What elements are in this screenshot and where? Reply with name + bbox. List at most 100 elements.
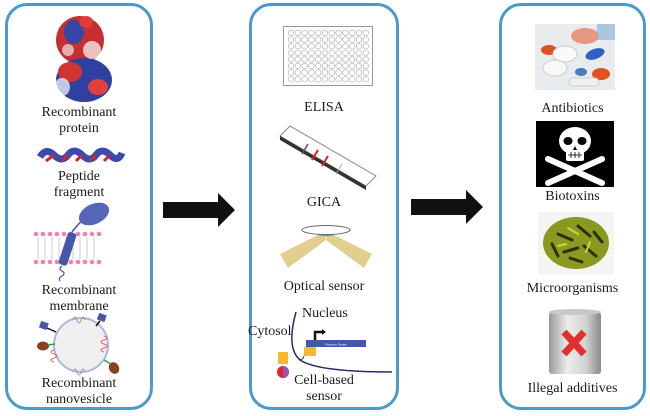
test-strip-icon xyxy=(279,125,377,190)
well xyxy=(308,29,315,37)
well xyxy=(328,69,335,76)
well xyxy=(362,69,369,76)
well xyxy=(308,62,315,70)
well xyxy=(301,69,308,76)
well xyxy=(321,36,329,43)
membrane-receptor-icon xyxy=(33,202,110,282)
well xyxy=(355,69,363,76)
well xyxy=(335,49,342,56)
skull-crossbones-icon xyxy=(536,121,614,187)
well xyxy=(342,56,349,63)
optical-sensor-label: Optical sensor xyxy=(283,279,365,294)
well xyxy=(315,43,322,50)
targets-panel: Antibiotics Biotoxins Microorganisms xyxy=(499,3,646,410)
well xyxy=(328,62,335,70)
label-line: membrane xyxy=(49,299,109,314)
well xyxy=(287,76,295,83)
well xyxy=(294,36,301,43)
label-line: Recombinant xyxy=(41,105,117,120)
label-line: protein xyxy=(59,121,99,136)
well xyxy=(287,29,295,37)
well xyxy=(321,69,329,76)
well xyxy=(294,29,301,37)
well xyxy=(342,43,349,50)
well xyxy=(287,56,295,63)
well xyxy=(362,49,369,56)
recombinant-protein-label: Recombinant protein xyxy=(8,105,150,137)
well xyxy=(349,43,356,50)
well xyxy=(294,56,301,63)
well xyxy=(301,43,308,50)
well xyxy=(308,43,315,50)
well xyxy=(301,29,308,37)
label-line: Peptide xyxy=(58,169,100,184)
well xyxy=(349,56,356,63)
well xyxy=(301,49,308,56)
well xyxy=(335,43,342,50)
well xyxy=(315,29,322,37)
gica-label: GICA xyxy=(306,195,342,210)
well xyxy=(301,36,308,43)
elisa-label: ELISA xyxy=(304,100,344,115)
well xyxy=(301,56,308,63)
nanovesicle-icon xyxy=(37,312,120,376)
label-line: fragment xyxy=(53,185,105,200)
well xyxy=(321,56,329,63)
bacteria-icon xyxy=(538,212,614,274)
well xyxy=(315,49,322,56)
well xyxy=(335,36,342,43)
well xyxy=(349,62,356,70)
well xyxy=(328,36,335,43)
well xyxy=(315,76,322,83)
well xyxy=(342,36,349,43)
well xyxy=(362,29,369,37)
well xyxy=(308,56,315,63)
well xyxy=(328,56,335,63)
arrow-right-icon xyxy=(411,190,483,224)
label-line: Cell-based xyxy=(294,373,354,388)
well xyxy=(308,69,315,76)
peptide-helix-icon xyxy=(36,147,126,163)
well xyxy=(315,36,322,43)
well xyxy=(335,56,342,63)
arrow-right-icon xyxy=(163,193,235,227)
well xyxy=(321,29,329,37)
well xyxy=(321,49,329,56)
well xyxy=(335,76,342,83)
well xyxy=(294,62,301,70)
well xyxy=(328,43,335,50)
well xyxy=(349,69,356,76)
well xyxy=(308,76,315,83)
recombinant-membrane-label: Recombinant membrane xyxy=(8,283,150,315)
optical-sensor-icon xyxy=(280,225,372,268)
well xyxy=(294,69,301,76)
protein-structure-icon xyxy=(54,16,112,102)
well xyxy=(342,62,349,70)
well xyxy=(335,62,342,70)
well xyxy=(287,69,295,76)
microplate-icon xyxy=(283,26,373,86)
well xyxy=(315,56,322,63)
well xyxy=(349,29,356,37)
cytosol-label: Cytosol xyxy=(248,324,292,339)
pills-icon xyxy=(535,24,615,90)
well xyxy=(315,69,322,76)
well xyxy=(301,76,308,83)
well xyxy=(355,29,363,37)
nucleus-label: Nucleus xyxy=(302,306,348,321)
well xyxy=(301,62,308,70)
antibiotics-label: Antibiotics xyxy=(541,101,604,116)
biotoxins-label: Biotoxins xyxy=(545,189,600,204)
well xyxy=(342,29,349,37)
recognition-elements-panel: Recombinant protein Peptide fragment Rec… xyxy=(5,3,153,410)
well xyxy=(287,49,295,56)
well xyxy=(362,36,369,43)
well xyxy=(355,43,363,50)
detection-methods-panel: ELISA GICA Optical sensor Reporter Genes… xyxy=(248,3,399,410)
label-line: Recombinant xyxy=(41,283,117,298)
well xyxy=(328,76,335,83)
well xyxy=(335,29,342,37)
well xyxy=(321,62,329,70)
reporter-gene-label: Reporter Genes xyxy=(325,343,347,347)
well xyxy=(349,76,356,83)
